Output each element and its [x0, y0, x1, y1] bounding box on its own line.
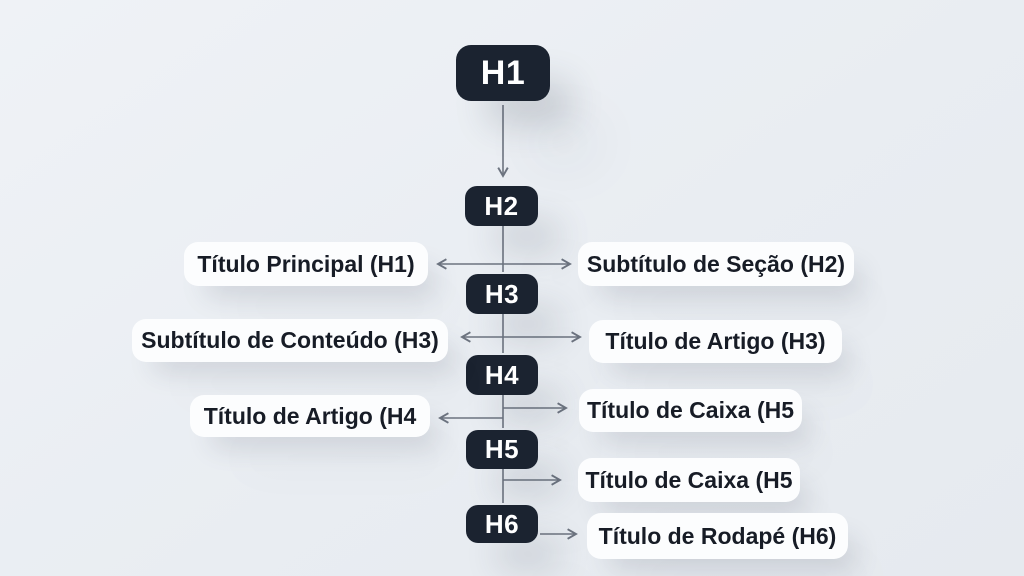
- node-h5: H5: [466, 430, 538, 469]
- label-titulo-de-artigo-h3: Título de Artigo (H3): [589, 320, 842, 363]
- node-h2: H2: [465, 186, 538, 226]
- node-h1: H1: [456, 45, 550, 101]
- node-h4: H4: [466, 355, 538, 395]
- label-titulo-de-rodape-h6: Título de Rodapé (H6): [587, 513, 848, 559]
- label-subtitulo-de-conteudo-h3: Subtítulo de Conteúdo (H3): [132, 319, 448, 362]
- node-h6: H6: [466, 505, 538, 543]
- label-titulo-principal-h1: Título Principal (H1): [184, 242, 428, 286]
- label-subtitulo-de-secao-h2: Subtítulo de Seção (H2): [578, 242, 854, 286]
- label-titulo-de-artigo-h4: Título de Artigo (H4: [190, 395, 430, 437]
- label-titulo-de-caixa-h5-lower: Título de Caixa (H5: [578, 458, 800, 502]
- label-titulo-de-caixa-h5-upper: Título de Caixa (H5: [579, 389, 802, 432]
- node-h3: H3: [466, 274, 538, 314]
